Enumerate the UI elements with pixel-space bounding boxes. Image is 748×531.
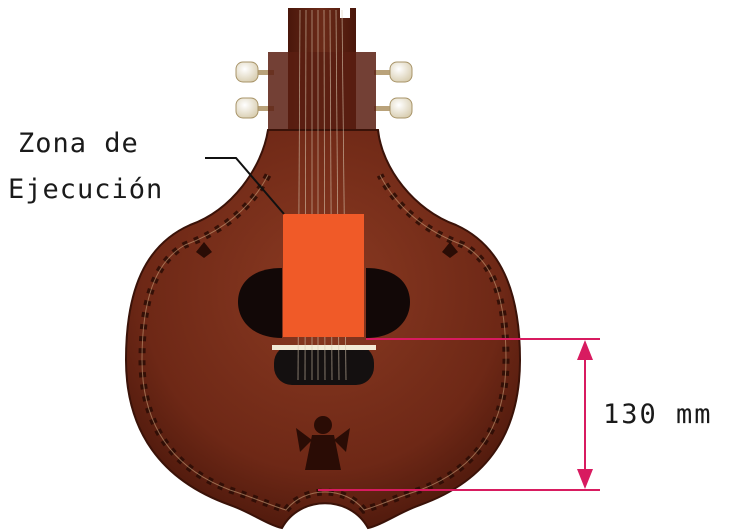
sound-holes [238,268,410,338]
inlay-ornament-icon [442,242,458,258]
tuning-peg-icon [235,61,274,83]
bridge [272,345,376,385]
sound-hole-left [238,268,282,338]
arrow-down-icon [577,469,593,489]
dimension-indicator [318,338,600,491]
dimension-label: 130 mm [603,399,713,430]
zone-leader-line [205,157,285,215]
angel-ornament-icon [296,416,350,470]
arrow-up-icon [577,340,593,360]
tuning-peg-icon [374,61,413,83]
tuning-peg-icon [235,97,274,119]
sound-hole-right [366,268,410,338]
inlay-ornament-icon [196,242,212,258]
execution-zone [283,214,364,337]
tuning-peg-icon [374,97,413,119]
zone-label-line2: Ejecución [8,174,163,205]
tuning-pegs [235,61,413,119]
zone-label-line1: Zona de [18,128,139,159]
